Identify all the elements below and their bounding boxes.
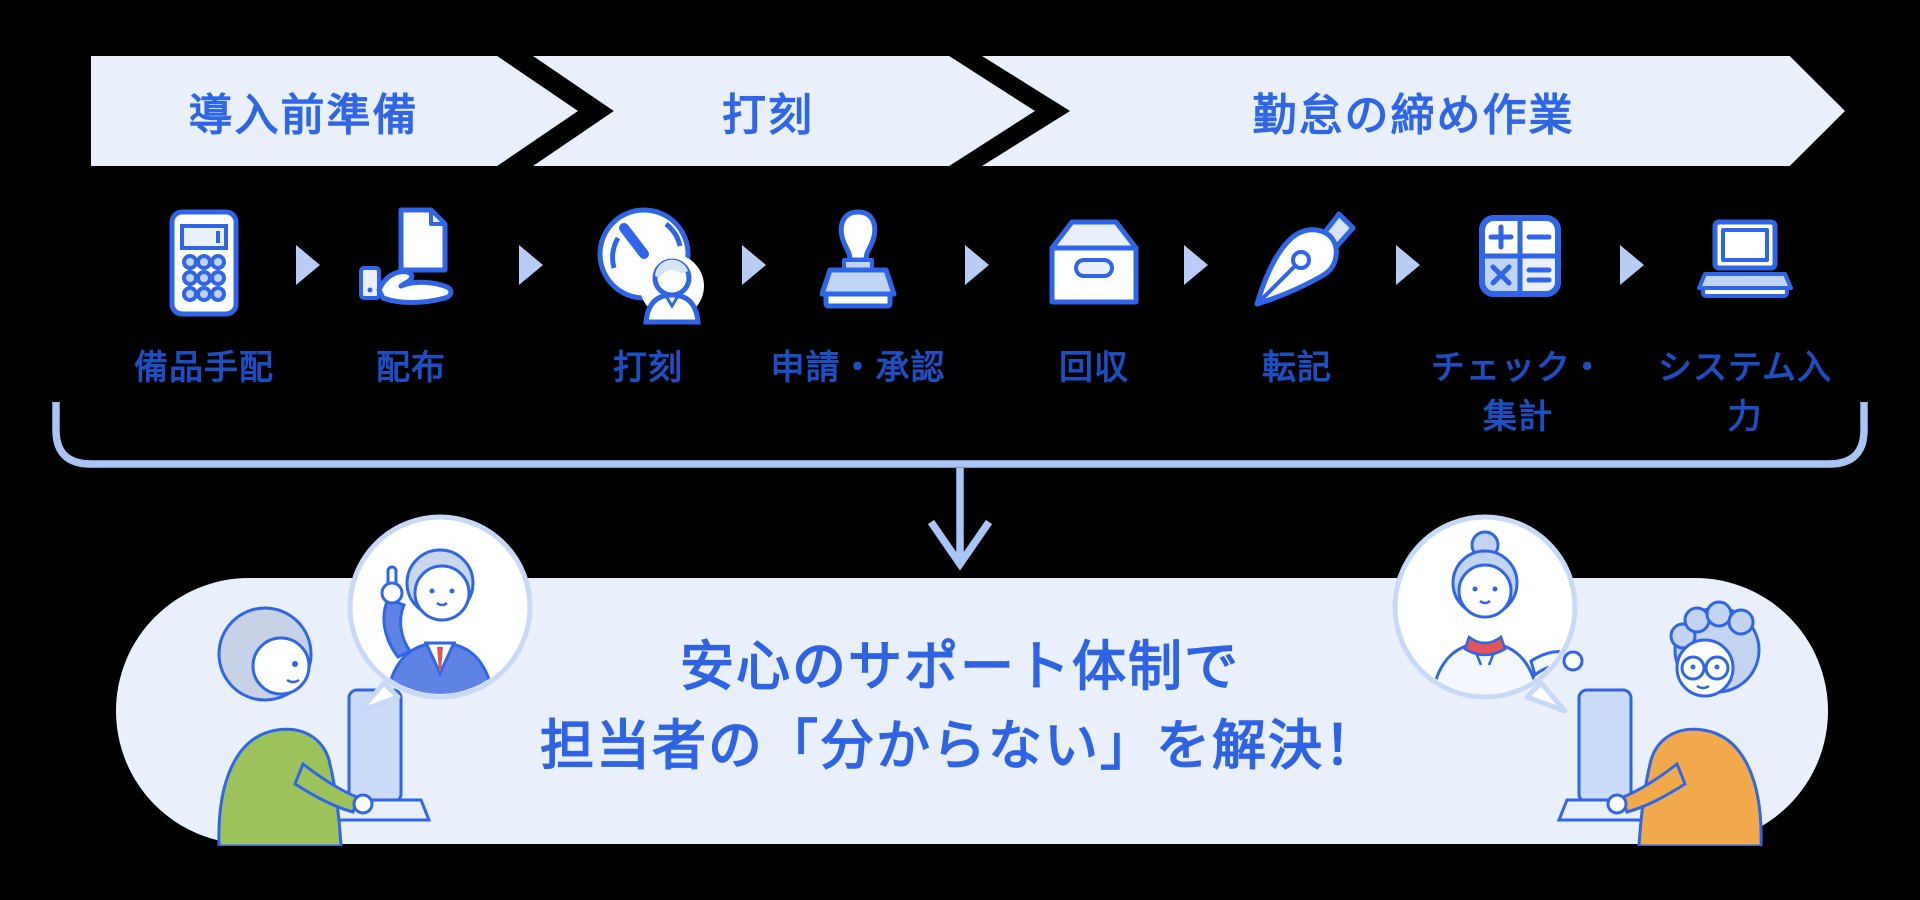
stage-banner-preparation: 導入前準備 xyxy=(91,56,578,166)
flow-arrow-icon xyxy=(1396,245,1420,285)
pen-nib-icon xyxy=(1207,192,1387,334)
flow-arrow-icon xyxy=(965,245,989,285)
flow-arrow-icon xyxy=(1620,245,1644,285)
step-label: 転記 xyxy=(1262,349,1332,387)
stamp-icon xyxy=(768,192,948,334)
flow-arrow-icon xyxy=(296,245,320,285)
clock-person-icon xyxy=(558,192,738,334)
step-label: システム入力 xyxy=(1658,349,1832,437)
step-label: チェック・ 集計 xyxy=(1430,349,1606,437)
hand-document-icon xyxy=(321,192,501,334)
step-label: 回収 xyxy=(1059,349,1129,387)
stage-banner-punch: 打刻 xyxy=(533,56,1035,166)
support-line-1: 安心のサポート体制で xyxy=(680,637,1240,697)
stage-banner-closing-label: 勤怠の締め作業 xyxy=(1252,91,1575,140)
illustration-support-man-bubble xyxy=(347,514,533,714)
step-equipment: 備品手配 xyxy=(114,192,294,393)
illustration-man-laptop xyxy=(1556,600,1763,846)
stage-banner-preparation-label: 導入前準備 xyxy=(188,91,419,140)
calculator-icon xyxy=(114,192,294,334)
check-calculator-icon xyxy=(1428,192,1608,334)
illustration-support-woman-bubble xyxy=(1392,514,1584,714)
step-label: 申請・承認 xyxy=(770,349,946,387)
step-punch: 打刻 xyxy=(558,192,738,393)
stage-banner-punch-label: 打刻 xyxy=(722,91,814,140)
collection-box-icon xyxy=(1004,192,1184,334)
step-distribution: 配布 xyxy=(321,192,501,393)
flow-arrow-icon xyxy=(742,245,766,285)
step-label: 配布 xyxy=(376,349,446,387)
support-banner-text: 安心のサポート体制で 担当者の「分からない」を解決！ xyxy=(360,628,1560,786)
step-system-entry: システム入力 xyxy=(1655,192,1835,443)
laptop-icon xyxy=(1655,192,1835,334)
step-collection: 回収 xyxy=(1004,192,1184,393)
stage-banner-closing: 勤怠の締め作業 xyxy=(982,56,1845,166)
step-approval: 申請・承認 xyxy=(768,192,948,393)
step-label: 備品手配 xyxy=(134,349,274,387)
support-line-2: 担当者の「分からない」を解決！ xyxy=(540,715,1380,776)
bracket-down-arrow xyxy=(52,402,1868,571)
step-check-tally: チェック・ 集計 xyxy=(1428,192,1608,443)
illustration-woman-laptop xyxy=(217,606,432,846)
step-label: 打刻 xyxy=(613,349,683,387)
step-transcription: 転記 xyxy=(1207,192,1387,393)
flow-arrow-icon xyxy=(1184,245,1208,285)
flow-arrow-icon xyxy=(519,245,543,285)
